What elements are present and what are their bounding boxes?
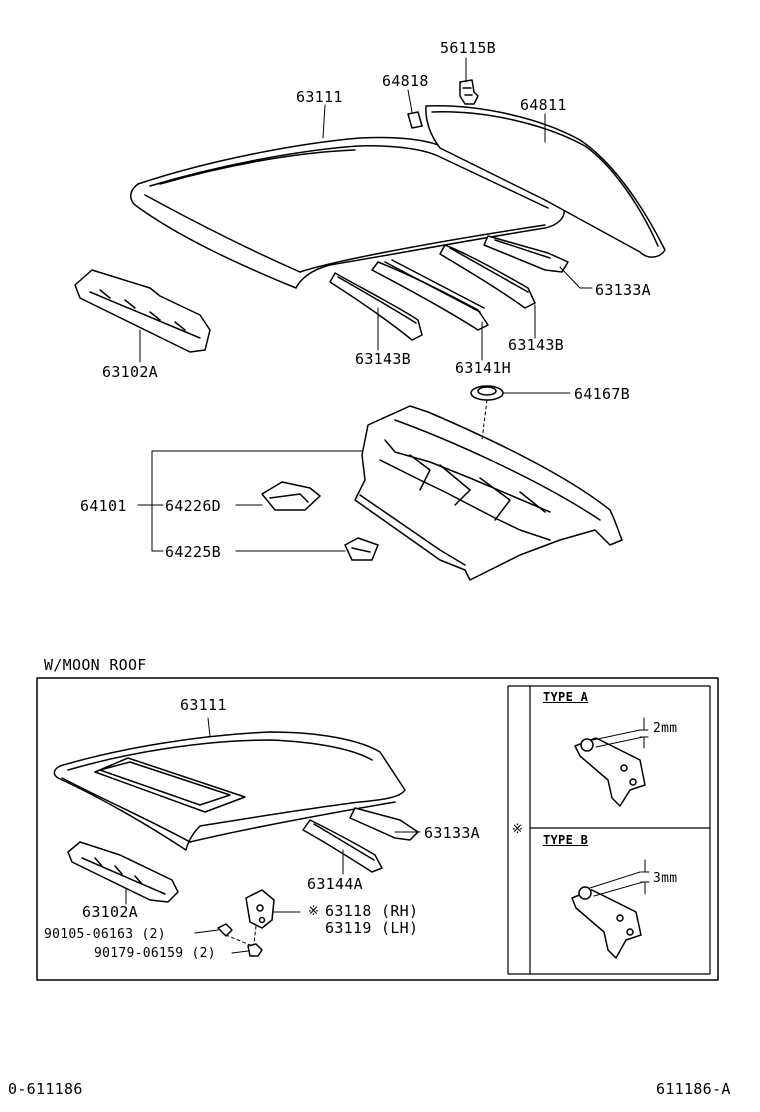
label-moonroof-63118: 63118 (RH) (325, 902, 419, 920)
moonroof-bracket-63118 (245, 889, 275, 929)
label-63133A: 63133A (595, 281, 651, 299)
type-b-title: TYPE B (543, 833, 589, 847)
moonroof-roof-panel (53, 731, 406, 851)
note-mark: ※ (308, 904, 320, 919)
label-moonroof-63133A: 63133A (424, 824, 480, 842)
label-63143B-left: 63143B (355, 350, 411, 368)
label-moonroof-bolt-90105: 90105-06163 (2) (44, 927, 166, 942)
label-moonroof-63119: 63119 (LH) (325, 919, 419, 937)
moonroof-bow-63144A (302, 819, 383, 873)
label-moonroof-nut-90179: 90179-06159 (2) (94, 946, 216, 961)
moonroof-detail-box (507, 685, 711, 975)
moonroof-nut-90179 (247, 943, 263, 957)
footer-left-code: 0-611186 (8, 1080, 83, 1098)
moonroof-bolt-90105 (217, 923, 233, 937)
bracket-64225B (344, 537, 379, 561)
roof-bow-63143B-right (439, 244, 536, 309)
label-63102A: 63102A (102, 363, 158, 381)
label-64167B: 64167B (574, 385, 630, 403)
leader-lines-top (137, 57, 593, 552)
label-63111: 63111 (296, 88, 343, 106)
label-moonroof-63144A: 63144A (307, 875, 363, 893)
label-moonroof-63102A: 63102A (82, 903, 138, 921)
label-moonroof-63111: 63111 (180, 696, 227, 714)
moonroof-box (36, 677, 719, 981)
roof-bow-63143B-left (329, 272, 423, 341)
front-header-63102A (74, 269, 211, 353)
detail-note-mark: ※ (512, 822, 524, 837)
roof-panel (130, 136, 565, 289)
roof-bow-63141H (371, 259, 489, 331)
label-63143B-right: 63143B (508, 336, 564, 354)
roof-rail-63133A (483, 235, 569, 273)
label-56115B: 56115B (440, 39, 496, 57)
type-a-bracket-detail (574, 717, 649, 807)
bracket-64226D (261, 481, 321, 511)
type-b-bracket-detail (571, 859, 650, 959)
type-b-dimension: 3mm (653, 871, 678, 886)
leader-lines-moonroof (125, 717, 421, 954)
label-64811: 64811 (520, 96, 567, 114)
spacer-64818 (407, 111, 423, 129)
moonroof-rail-63133A (349, 807, 419, 841)
grommet-64167B (470, 385, 504, 401)
type-a-dimension: 2mm (653, 721, 678, 736)
footer-right-code: 611186-A (656, 1080, 731, 1098)
label-64226D: 64226D (165, 497, 221, 515)
package-tray-64101 (354, 405, 623, 581)
label-64225B: 64225B (165, 543, 221, 561)
moonroof-header-63102A (67, 841, 179, 903)
label-64101: 64101 (80, 497, 127, 515)
moonroof-section-title: W/MOON ROOF (44, 656, 147, 674)
rear-window-glass (425, 105, 666, 258)
clip-56115B (459, 79, 479, 105)
label-63141H: 63141H (455, 359, 511, 377)
label-64818: 64818 (382, 72, 429, 90)
type-a-title: TYPE A (543, 690, 589, 704)
